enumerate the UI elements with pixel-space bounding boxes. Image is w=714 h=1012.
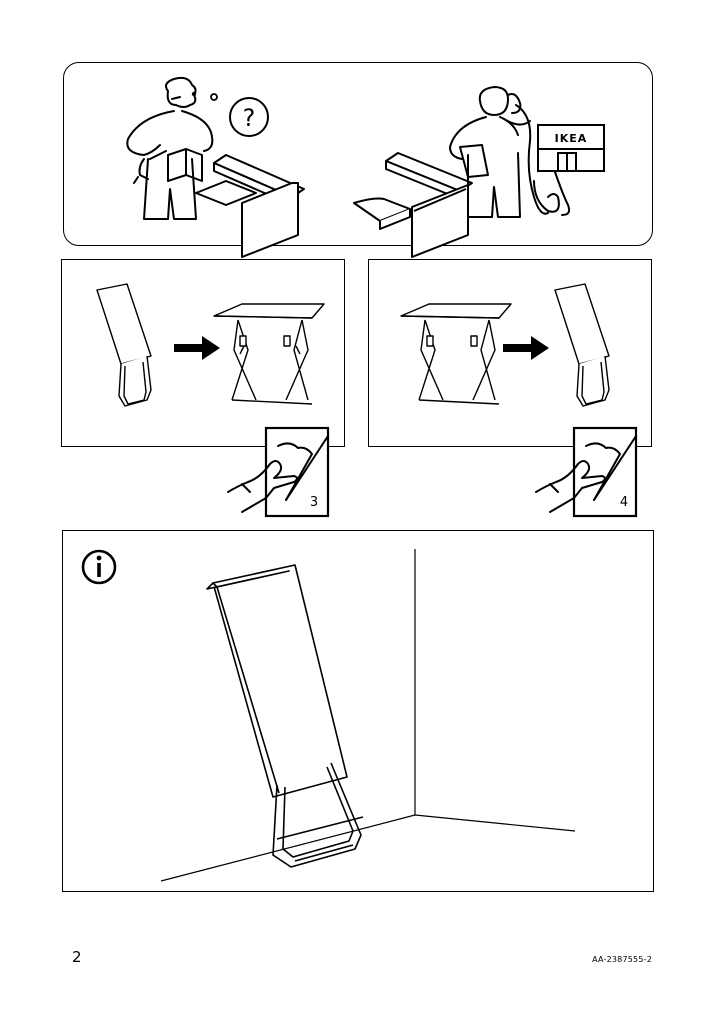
step-panel-unfold bbox=[61, 259, 345, 447]
arrow-right-icon bbox=[174, 336, 220, 360]
help-illustration: ? bbox=[126, 76, 605, 258]
help-panel: ? bbox=[63, 62, 653, 258]
info-icon bbox=[81, 549, 117, 585]
ikea-store-icon: IKEA bbox=[537, 124, 605, 172]
page-ref-3: 3 bbox=[227, 426, 330, 518]
fold-illustration bbox=[400, 283, 610, 407]
page-number: 2 bbox=[72, 948, 82, 966]
storage-illustration bbox=[81, 549, 576, 882]
page-number-ref: 3 bbox=[310, 495, 318, 510]
unfold-illustration bbox=[96, 283, 325, 407]
page-turn-hand-icon bbox=[227, 435, 329, 513]
arrow-right-icon bbox=[503, 336, 549, 360]
store-logo-text: IKEA bbox=[555, 132, 588, 145]
page-turn-hand-icon bbox=[535, 435, 637, 513]
info-panel bbox=[62, 530, 654, 892]
step-panel-fold bbox=[368, 259, 652, 447]
question-bubble-icon bbox=[229, 97, 269, 137]
document-code: AA-2387555-2 bbox=[592, 955, 652, 964]
page-ref-4: 4 bbox=[535, 426, 638, 518]
page-number-ref: 4 bbox=[620, 495, 628, 510]
question-mark: ? bbox=[243, 104, 256, 132]
